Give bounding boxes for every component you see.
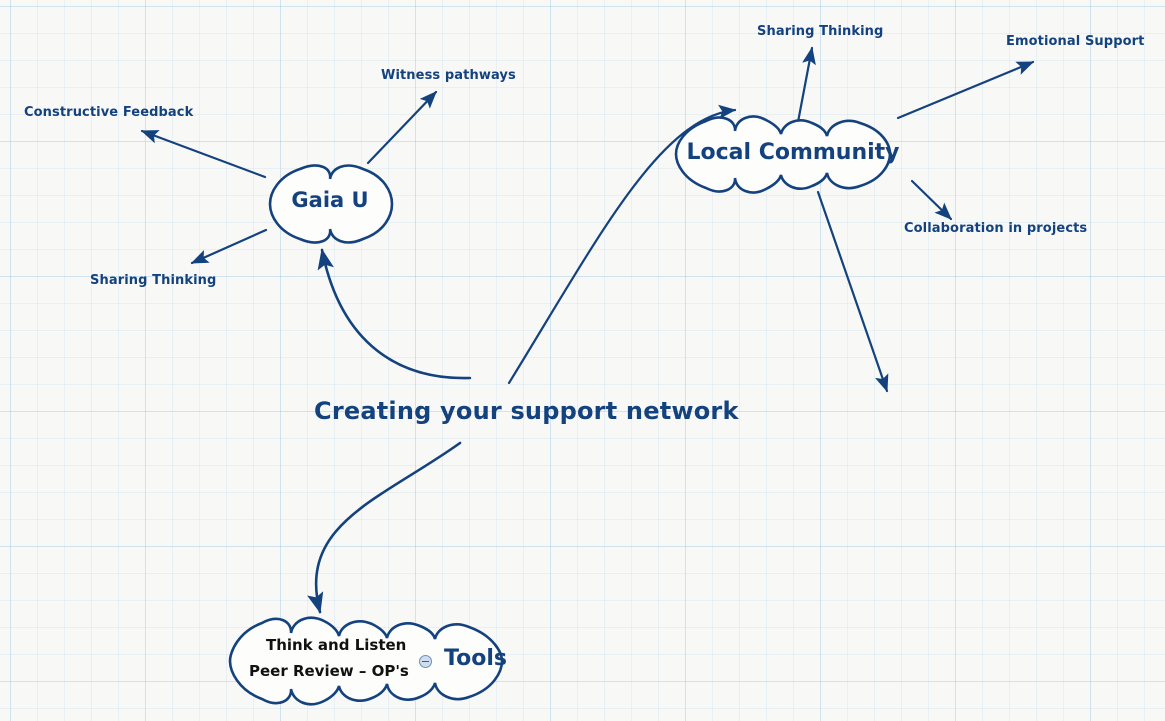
node-gaia-u-label: Gaia U xyxy=(291,188,369,212)
connector-gaia-u-to-constructive-feedback xyxy=(140,129,267,179)
tools-subitem-peer-review[interactable]: Peer Review – OP's xyxy=(249,662,409,680)
gaia-u-cloud-shape xyxy=(268,164,394,244)
tools-cloud-shape xyxy=(228,616,504,706)
connector-center-to-tools xyxy=(307,441,462,614)
leaf-community-sharing-thinking[interactable]: Sharing Thinking xyxy=(757,24,884,39)
node-tools[interactable]: Tools xyxy=(222,612,534,708)
leaf-constructive-feedback[interactable]: Constructive Feedback xyxy=(24,105,194,120)
tools-subitem-think-and-listen[interactable]: Think and Listen xyxy=(266,636,407,654)
connector-center-to-gaia-u xyxy=(317,248,472,380)
local-community-cloud-shape xyxy=(674,115,892,194)
leaf-gaia-sharing-thinking[interactable]: Sharing Thinking xyxy=(90,273,217,288)
node-gaia-u[interactable]: Gaia U xyxy=(262,162,398,246)
tools-collapse-toggle-icon[interactable] xyxy=(419,655,432,668)
connector-local-community-to-unlabeled xyxy=(816,190,889,393)
leaf-collaboration-in-projects[interactable]: Collaboration in projects xyxy=(904,221,1088,236)
leaf-emotional-support[interactable]: Emotional Support xyxy=(1006,34,1145,49)
connector-local-community-to-emotional-support xyxy=(896,60,1035,120)
node-local-community[interactable]: Local Community xyxy=(668,112,926,196)
central-topic[interactable]: Creating your support network xyxy=(314,397,739,425)
connector-gaia-u-to-sharing-thinking xyxy=(190,228,268,265)
connector-local-community-to-sharing-thinking xyxy=(796,46,816,124)
connector-gaia-u-to-witness-pathways xyxy=(366,90,438,165)
leaf-witness-pathways[interactable]: Witness pathways xyxy=(381,68,516,83)
node-local-community-label: Local Community xyxy=(686,140,900,165)
node-tools-label: Tools xyxy=(444,646,507,671)
